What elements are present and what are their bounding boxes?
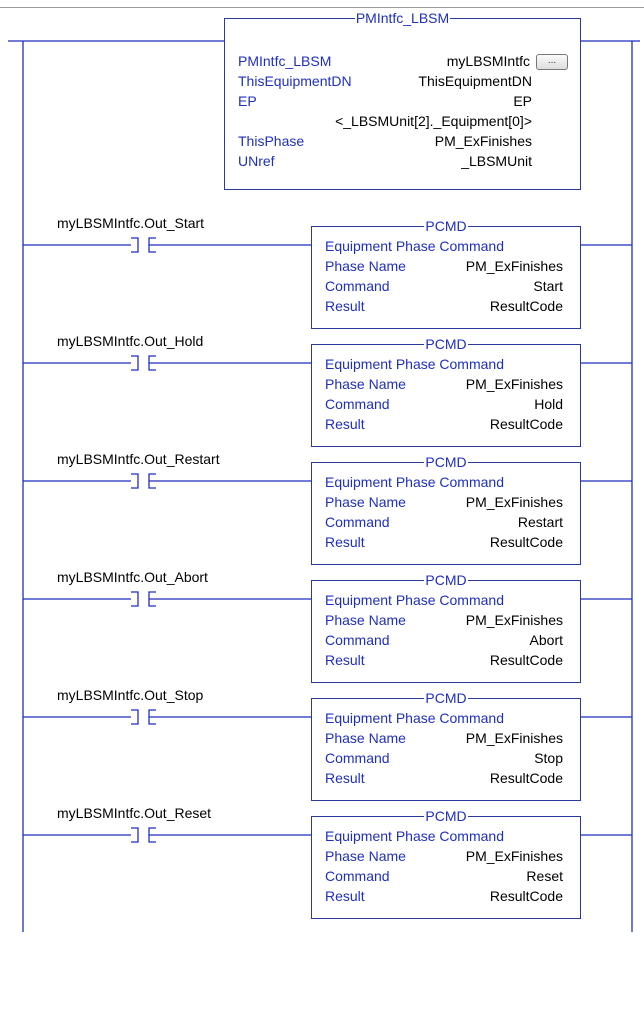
aoi-param-value[interactable]: ThisEquipmentDN: [418, 73, 532, 89]
command-value[interactable]: Hold: [534, 396, 563, 412]
phase-name-label: Phase Name: [325, 848, 406, 864]
command-label: Command: [325, 868, 390, 884]
result-value[interactable]: ResultCode: [489, 888, 563, 904]
rung-separator: [0, 7, 644, 8]
phase-name-label: Phase Name: [325, 376, 406, 392]
contact-left-bracket[interactable]: [131, 237, 139, 253]
phase-name-value[interactable]: PM_ExFinishes: [465, 258, 563, 274]
pcmd-header: Equipment Phase Command: [325, 238, 504, 254]
pcmd-header: Equipment Phase Command: [325, 356, 504, 372]
aoi-block-title: PMIntfc_LBSM: [354, 10, 451, 26]
command-label: Command: [325, 750, 390, 766]
aoi-param-value-resolved: <_LBSMUnit[2]._Equipment[0]>: [335, 113, 532, 129]
contact-left-bracket[interactable]: [131, 709, 139, 725]
phase-name-label: Phase Name: [325, 258, 406, 274]
result-value[interactable]: ResultCode: [489, 416, 563, 432]
pcmd-header: Equipment Phase Command: [325, 474, 504, 490]
result-label: Result: [325, 770, 365, 786]
aoi-param-label: EP: [238, 93, 257, 109]
command-value[interactable]: Restart: [517, 514, 563, 530]
aoi-param-value[interactable]: EP: [513, 93, 532, 109]
pcmd-header: Equipment Phase Command: [325, 710, 504, 726]
pcmd-block-title: PCMD: [424, 690, 468, 706]
result-label: Result: [325, 298, 365, 314]
pcmd-block-title: PCMD: [424, 454, 468, 470]
pcmd-block-title: PCMD: [424, 572, 468, 588]
phase-name-value[interactable]: PM_ExFinishes: [465, 494, 563, 510]
result-value[interactable]: ResultCode: [489, 770, 563, 786]
phase-name-value[interactable]: PM_ExFinishes: [465, 848, 563, 864]
contact-tag[interactable]: myLBSMIntfc.Out_Reset: [57, 805, 212, 821]
result-label: Result: [325, 534, 365, 550]
phase-name-value[interactable]: PM_ExFinishes: [465, 376, 563, 392]
result-value[interactable]: ResultCode: [489, 652, 563, 668]
aoi-properties-button[interactable]: ...: [536, 54, 568, 70]
contact-tag[interactable]: myLBSMIntfc.Out_Start: [57, 215, 205, 231]
contact-left-bracket[interactable]: [131, 827, 139, 843]
pcmd-header: Equipment Phase Command: [325, 592, 504, 608]
pcmd-block-title: PCMD: [424, 218, 468, 234]
result-value[interactable]: ResultCode: [489, 534, 563, 550]
aoi-param-label: ThisPhase: [238, 133, 305, 149]
contact-left-bracket[interactable]: [131, 473, 139, 489]
result-value[interactable]: ResultCode: [489, 298, 563, 314]
phase-name-value[interactable]: PM_ExFinishes: [465, 612, 563, 628]
phase-name-label: Phase Name: [325, 494, 406, 510]
command-label: Command: [325, 632, 390, 648]
contact-left-bracket[interactable]: [131, 591, 139, 607]
phase-name-label: Phase Name: [325, 730, 406, 746]
aoi-param-label: ThisEquipmentDN: [238, 73, 352, 89]
aoi-block-pmintfc-lbsm[interactable]: PMIntfc_LBSM PMIntfc_LBSM myLBSMIntfc ..…: [224, 10, 581, 190]
phase-name-value[interactable]: PM_ExFinishes: [465, 730, 563, 746]
command-label: Command: [325, 514, 390, 530]
aoi-param-label: UNref: [238, 153, 275, 169]
phase-name-label: Phase Name: [325, 612, 406, 628]
pcmd-header: Equipment Phase Command: [325, 828, 504, 844]
command-value[interactable]: Stop: [534, 750, 563, 766]
aoi-param-value[interactable]: PM_ExFinishes: [434, 133, 532, 149]
aoi-param-label: PMIntfc_LBSM: [238, 53, 332, 69]
pcmd-block-title: PCMD: [424, 808, 468, 824]
aoi-instance-tag[interactable]: myLBSMIntfc: [446, 53, 530, 69]
pcmd-block-title: PCMD: [424, 336, 468, 352]
aoi-param-value[interactable]: _LBSMUnit: [461, 153, 532, 169]
command-label: Command: [325, 278, 390, 294]
contact-left-bracket[interactable]: [131, 355, 139, 371]
result-label: Result: [325, 652, 365, 668]
contact-tag[interactable]: myLBSMIntfc.Out_Hold: [57, 333, 204, 349]
contact-tag[interactable]: myLBSMIntfc.Out_Abort: [57, 569, 208, 585]
command-label: Command: [325, 396, 390, 412]
command-value[interactable]: Start: [533, 278, 563, 294]
command-value[interactable]: Reset: [526, 868, 563, 884]
contact-tag[interactable]: myLBSMIntfc.Out_Stop: [57, 687, 204, 703]
contact-tag[interactable]: myLBSMIntfc.Out_Restart: [57, 451, 220, 467]
result-label: Result: [325, 416, 365, 432]
result-label: Result: [325, 888, 365, 904]
command-value[interactable]: Abort: [529, 632, 563, 648]
